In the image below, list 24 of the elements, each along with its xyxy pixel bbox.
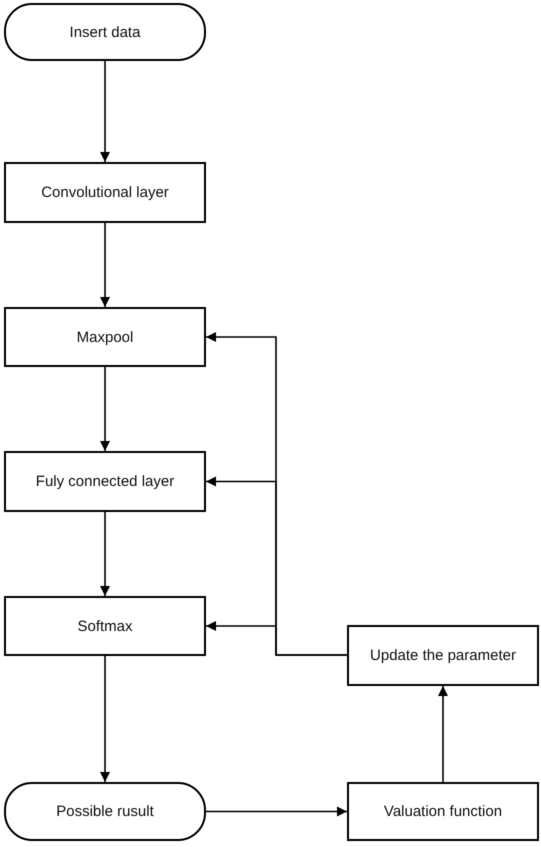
arrow [100,656,110,782]
terminal-box [4,782,206,841]
node-label: Possible rusult [56,803,154,820]
node-label: Insert data [70,24,140,40]
terminal-box [4,3,206,61]
process-box [4,162,206,223]
arrow [438,686,448,782]
process-box [347,625,539,686]
arrow [100,61,110,162]
arrow [100,223,110,307]
arrow [206,806,347,816]
process-box [347,782,539,841]
node-label: Fuly connected layer [36,473,174,490]
arrow [100,367,110,451]
arrow [206,621,347,656]
node-label: Update the parameter [370,647,516,664]
node-label: Valuation function [384,803,502,820]
node-label: Softmax [77,618,133,634]
node-label: Convolutional layer [41,184,169,201]
process-box [4,596,206,656]
node-label: Maxpool [76,328,134,346]
process-box [4,307,206,367]
arrow [100,512,110,596]
process-box [4,451,206,512]
